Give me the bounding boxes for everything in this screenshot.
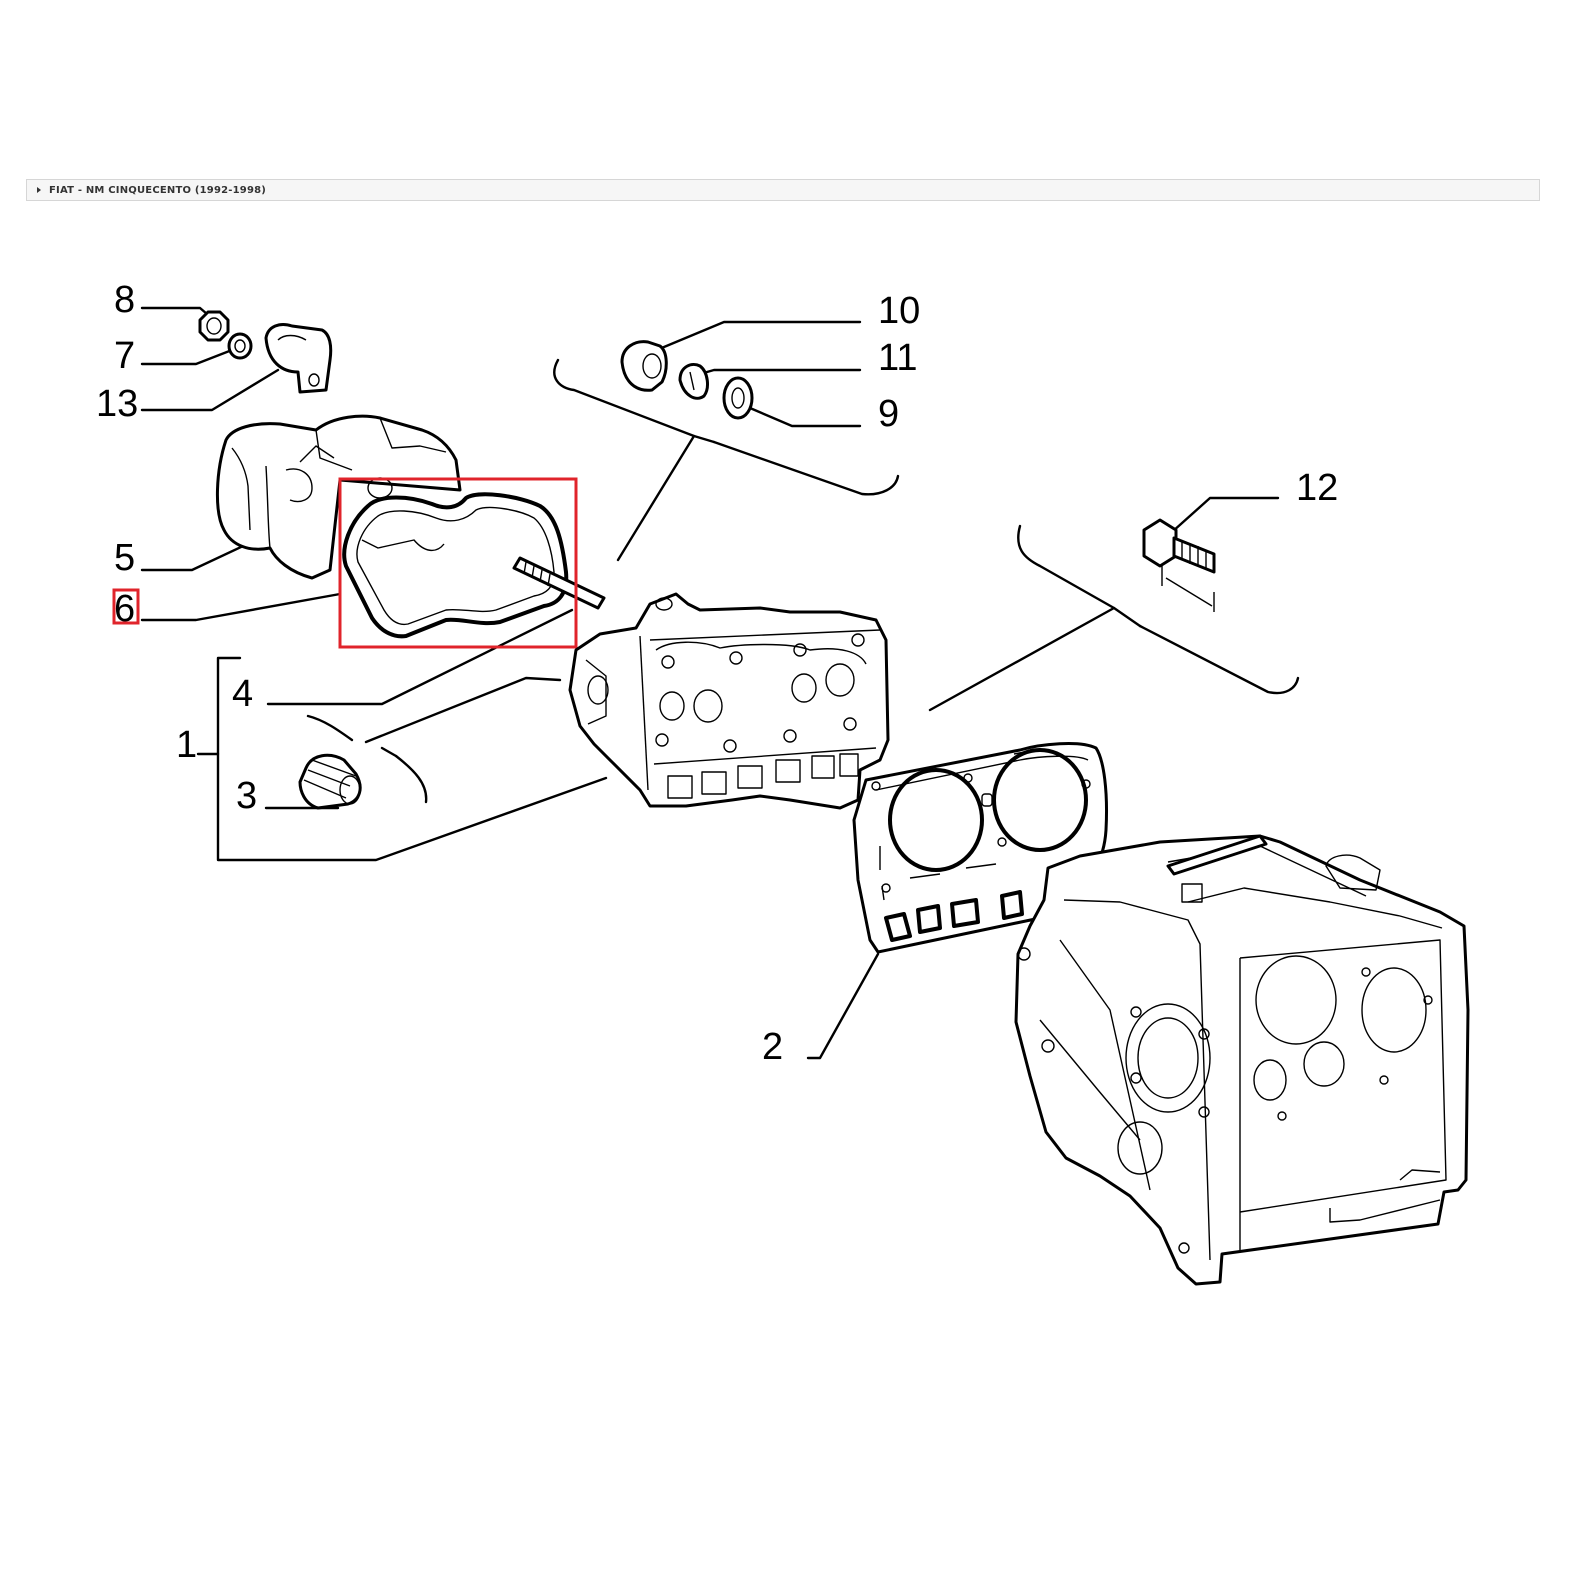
- plug-part-3[interactable]: [298, 753, 362, 810]
- caret-right-icon: [37, 187, 41, 193]
- breadcrumb-text: FIAT - NM CINQUECENTO (1992-1998): [49, 184, 267, 196]
- callout-12[interactable]: 12: [1296, 467, 1338, 509]
- stud[interactable]: [512, 556, 606, 610]
- callout-5[interactable]: 5: [114, 537, 135, 579]
- valve-cover-part-5[interactable]: [216, 414, 462, 580]
- gasket-highlight-box: [338, 477, 578, 649]
- washer-part-9[interactable]: [722, 376, 754, 420]
- callout-6[interactable]: 6: [114, 588, 135, 630]
- callout-1[interactable]: 1: [176, 724, 197, 766]
- callout-8[interactable]: 8: [114, 279, 135, 321]
- cap-nut-part-10[interactable]: [620, 340, 668, 392]
- callout-13[interactable]: 13: [96, 383, 138, 425]
- bracket-part-13[interactable]: [264, 323, 333, 394]
- callout-11[interactable]: 11: [878, 337, 917, 379]
- callout-6-highlight: [112, 588, 140, 625]
- washer-part-7[interactable]: [227, 332, 253, 360]
- callout-3[interactable]: 3: [236, 775, 257, 817]
- lock-washer-part-11[interactable]: [678, 363, 709, 400]
- callout-4[interactable]: 4: [232, 673, 253, 715]
- assembly-brackets: [306, 358, 1300, 804]
- callout-9[interactable]: 9: [878, 393, 899, 435]
- cylinder-head[interactable]: [568, 592, 890, 810]
- breadcrumb[interactable]: FIAT - NM CINQUECENTO (1992-1998): [26, 179, 1540, 201]
- callout-2[interactable]: 2: [762, 1026, 783, 1068]
- callout-7[interactable]: 7: [114, 335, 135, 377]
- nut-part-8[interactable]: [198, 310, 230, 342]
- engine-block[interactable]: [1014, 834, 1470, 1286]
- callout-10[interactable]: 10: [878, 290, 920, 332]
- bolt-part-12[interactable]: [1142, 518, 1216, 612]
